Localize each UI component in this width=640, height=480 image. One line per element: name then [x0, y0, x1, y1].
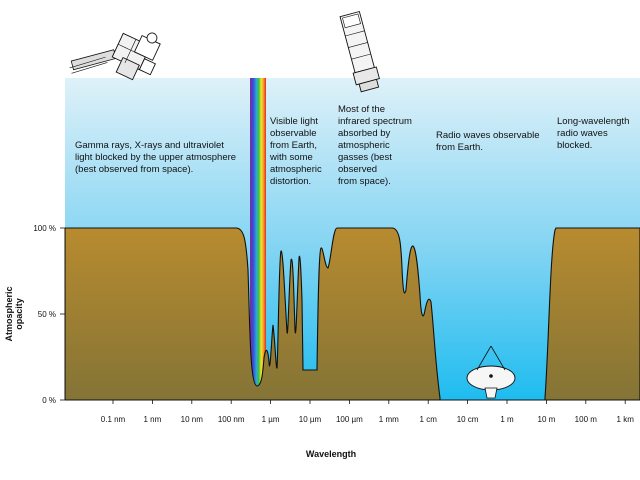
- annotation-infrared: Most of the infrared spectrum absorbed b…: [338, 104, 412, 187]
- annotation-visible-light: Visible light observable from Earth, wit…: [270, 116, 322, 187]
- y-axis-title-line1: Atmospheric: [4, 286, 14, 341]
- x-tick-label: 1 km: [617, 415, 635, 424]
- x-tick-label: 1 mm: [379, 415, 399, 424]
- x-tick-label: 10 m: [538, 415, 556, 424]
- x-tick-label: 1 nm: [144, 415, 162, 424]
- x-tick-label: 10 µm: [299, 415, 322, 424]
- y-tick-label: 0 %: [42, 396, 56, 405]
- x-tick-label: 1 µm: [262, 415, 280, 424]
- x-tick-label: 0.1 nm: [101, 415, 126, 424]
- y-tick-label: 100 %: [33, 224, 56, 233]
- radio-dish-icon: [466, 345, 516, 399]
- y-axis-ticks: 100 % 50 % 0 %: [33, 224, 65, 405]
- x-axis-ticks: 0.1 nm 1 nm 10 nm 100 nm 1 µm 10 µm 100 µm 1 mm…: [101, 400, 634, 424]
- opacity-area: [65, 227, 640, 400]
- y-axis-title-line2: opacity: [14, 298, 24, 330]
- x-tick-label: 10 nm: [181, 415, 204, 424]
- satellite-icon: [69, 32, 161, 81]
- x-tick-label: 1 m: [500, 415, 514, 424]
- annotation-radio: Radio waves observable from Earth.: [436, 130, 540, 153]
- x-tick-label: 100 m: [575, 415, 598, 424]
- annotation-high-energy: Gamma rays, X-rays and ultraviolet light…: [75, 140, 237, 175]
- y-axis-title-group: Atmospheric opacity: [4, 286, 24, 341]
- x-tick-label: 100 µm: [336, 415, 363, 424]
- annotation-long-wave: Long-wavelength radio waves blocked.: [557, 116, 630, 151]
- y-tick-label: 50 %: [38, 310, 56, 319]
- x-tick-label: 1 cm: [420, 415, 438, 424]
- x-axis-title: Wavelength: [306, 449, 356, 459]
- space-telescope-icon: [339, 10, 380, 93]
- x-tick-label: 100 nm: [218, 415, 245, 424]
- rainbow-band-icon: [250, 78, 266, 400]
- x-tick-label: 10 cm: [457, 415, 479, 424]
